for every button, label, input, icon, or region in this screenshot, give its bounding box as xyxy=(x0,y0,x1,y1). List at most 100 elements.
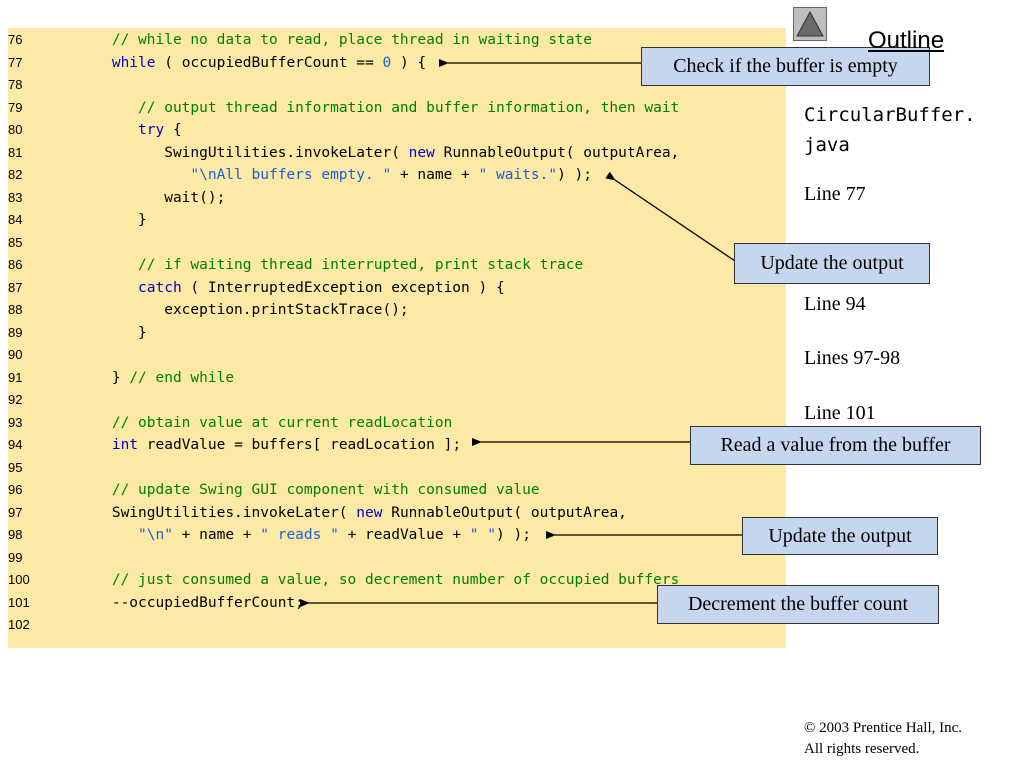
code-token: try xyxy=(138,122,165,138)
code-token: RunnableOutput( outputArea, xyxy=(382,504,627,521)
line-number: 101 xyxy=(8,594,30,610)
code-line: 91 } // end while xyxy=(8,367,786,389)
code-token: // update Swing GUI component with consu… xyxy=(111,482,540,498)
outline-file-name: CircularBuffer. java xyxy=(804,100,976,160)
line-number: 88 xyxy=(8,302,23,317)
code-line: 102 xyxy=(8,614,786,636)
code-token: // just consumed a value, so decrement n… xyxy=(111,572,680,588)
line-number: 77 xyxy=(8,54,23,70)
code-line: 82 "\nAll buffers empty. " + name + " wa… xyxy=(8,164,786,186)
code-token: RunnableOutput( outputArea, xyxy=(434,144,680,161)
code-line: 81 SwingUtilities.invokeLater( new Runna… xyxy=(8,142,786,164)
code-token: // while no data to read, place thread i… xyxy=(111,32,592,48)
code-text: // just consumed a value, so decrement n… xyxy=(42,569,679,591)
code-token: ( occupiedBufferCount == xyxy=(155,54,383,71)
outline-file-name-line1: CircularBuffer. xyxy=(804,104,976,126)
line-number: 92 xyxy=(8,392,23,407)
code-line: 79 // output thread information and buff… xyxy=(8,97,786,119)
code-line: 80 try { xyxy=(8,119,786,141)
code-line: 95 xyxy=(8,457,786,479)
code-line: 87 catch ( InterruptedException exceptio… xyxy=(8,277,786,299)
line-number: 76 xyxy=(8,32,23,47)
line-number: 82 xyxy=(8,167,23,182)
code-text: wait(); xyxy=(42,187,225,209)
code-token: while xyxy=(111,54,156,71)
code-line: 77 while ( occupiedBufferCount == 0 ) { xyxy=(8,52,786,74)
code-line: 93 // obtain value at current readLocati… xyxy=(8,412,786,434)
code-line: 76 // while no data to read, place threa… xyxy=(8,29,786,51)
copyright-text: © 2003 Prentice Hall, Inc. xyxy=(804,720,963,736)
code-token: SwingUtilities.invokeLater( xyxy=(42,504,357,521)
code-text: // output thread information and buffer … xyxy=(42,97,679,119)
line-number: 95 xyxy=(8,459,23,475)
line-number: 87 xyxy=(8,279,23,295)
line-number: 100 xyxy=(8,572,30,587)
triangle-up-icon xyxy=(796,10,824,37)
code-text: } xyxy=(42,322,147,344)
code-text: catch ( InterruptedException exception )… xyxy=(42,277,505,299)
code-token: " " xyxy=(469,527,496,543)
previous-slide-button[interactable] xyxy=(793,7,827,41)
code-line: 101 --occupiedBufferCount; xyxy=(8,592,786,614)
code-listing-panel xyxy=(8,28,786,648)
code-text: SwingUtilities.invokeLater( new Runnable… xyxy=(42,142,679,164)
code-token: ) { xyxy=(391,54,427,71)
line-number: 86 xyxy=(8,257,23,272)
code-token: 0 xyxy=(382,54,392,71)
code-line: 98 "\n" + name + " reads " + readValue +… xyxy=(8,524,786,546)
code-token: + name + xyxy=(391,167,479,183)
line-number: 94 xyxy=(8,437,23,452)
code-text: // if waiting thread interrupted, print … xyxy=(42,254,583,276)
code-line: 84 } xyxy=(8,209,786,231)
code-token: new xyxy=(356,504,383,521)
code-text: } xyxy=(42,209,147,231)
code-token: { xyxy=(164,122,182,138)
line-number: 91 xyxy=(8,369,23,385)
code-token: SwingUtilities.invokeLater( xyxy=(42,144,409,161)
line-number: 84 xyxy=(8,212,23,227)
code-token: + name + xyxy=(172,527,261,543)
code-text: } // end while xyxy=(42,367,234,389)
code-line: 89 } xyxy=(8,322,786,344)
code-line: 94 int readValue = buffers[ readLocation… xyxy=(8,434,786,456)
code-token: wait(); xyxy=(42,189,226,206)
outline-link[interactable]: Outline xyxy=(868,27,945,54)
code-token: --occupiedBufferCount; xyxy=(42,594,304,611)
code-token: // end while xyxy=(129,369,235,386)
line-number: 102 xyxy=(8,617,30,632)
outline-file-name-line2: java xyxy=(804,134,850,156)
callout-read-value: Read a value from the buffer xyxy=(690,426,981,465)
code-token: // output thread information and buffer … xyxy=(138,99,680,116)
outline-ref-line-101: Line 101 xyxy=(804,402,876,424)
code-token: "\nAll buffers empty. " xyxy=(190,167,392,183)
code-token: readValue = buffers[ readLocation ]; xyxy=(138,437,462,453)
line-number: 81 xyxy=(8,144,23,160)
outline-ref-lines-97-98: Lines 97-98 xyxy=(804,347,901,369)
code-token: exception.printStackTrace(); xyxy=(42,302,409,318)
code-text: try { xyxy=(42,119,182,141)
code-line: 88 exception.printStackTrace(); xyxy=(8,299,786,321)
outline-ref-line-94: Line 94 xyxy=(804,293,866,315)
code-token: } xyxy=(42,369,130,386)
code-token: "\n" xyxy=(138,527,173,543)
code-line: 86 // if waiting thread interrupted, pri… xyxy=(8,254,786,276)
code-text: exception.printStackTrace(); xyxy=(42,299,409,321)
code-text: // while no data to read, place thread i… xyxy=(42,29,592,51)
code-token: ) ); xyxy=(496,527,531,543)
code-token: + readValue + xyxy=(338,527,470,543)
code-token: ( InterruptedException exception ) { xyxy=(181,279,505,296)
code-text: --occupiedBufferCount; xyxy=(42,592,304,614)
code-line: 92 xyxy=(8,389,786,411)
line-number: 93 xyxy=(8,414,23,430)
outline-ref-line-77: Line 77 xyxy=(804,183,866,205)
line-number: 96 xyxy=(8,482,23,497)
rights-text: All rights reserved. xyxy=(804,741,920,757)
code-line: 83 wait(); xyxy=(8,187,786,209)
line-number: 80 xyxy=(8,122,23,137)
code-text: // obtain value at current readLocation xyxy=(42,412,452,434)
code-token: " waits." xyxy=(478,167,558,183)
arrow-update-output-1 xyxy=(605,171,739,264)
line-number: 98 xyxy=(8,527,23,542)
callout-decrement: Decrement the buffer count xyxy=(657,585,939,624)
